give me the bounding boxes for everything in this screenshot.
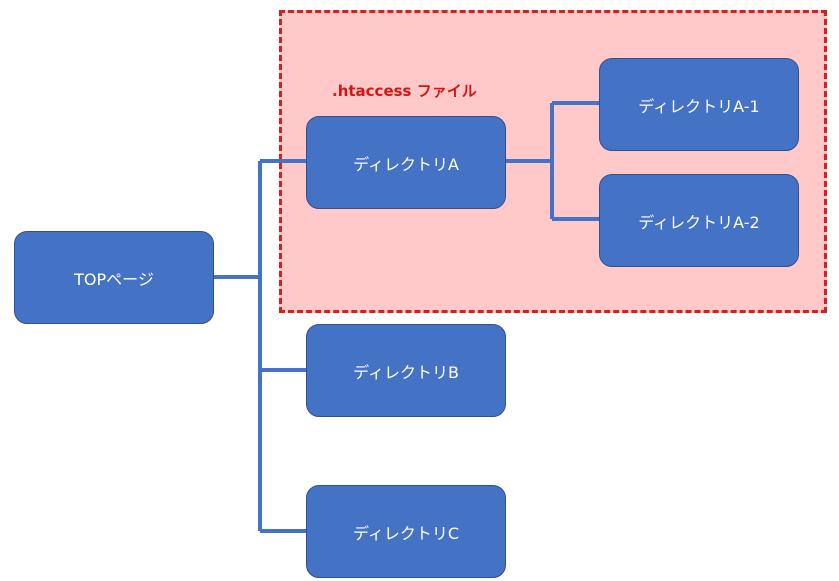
node-directory-a: ディレクトリA [306, 116, 506, 209]
node-directory-a1: ディレクトリA-1 [599, 58, 799, 151]
node-top-page: TOPページ [14, 231, 214, 324]
htaccess-label: .htaccess ファイル [332, 82, 477, 100]
node-directory-b: ディレクトリB [306, 324, 506, 417]
node-directory-a1-label: ディレクトリA-1 [638, 96, 760, 116]
node-directory-c: ディレクトリC [306, 485, 506, 578]
node-directory-a2-label: ディレクトリA-2 [638, 212, 760, 232]
node-directory-b-label: ディレクトリB [353, 362, 459, 382]
node-directory-c-label: ディレクトリC [352, 523, 460, 543]
node-top-page-label: TOPページ [74, 269, 154, 289]
node-directory-a2: ディレクトリA-2 [599, 174, 799, 267]
node-directory-a-label: ディレクトリA [353, 154, 459, 174]
